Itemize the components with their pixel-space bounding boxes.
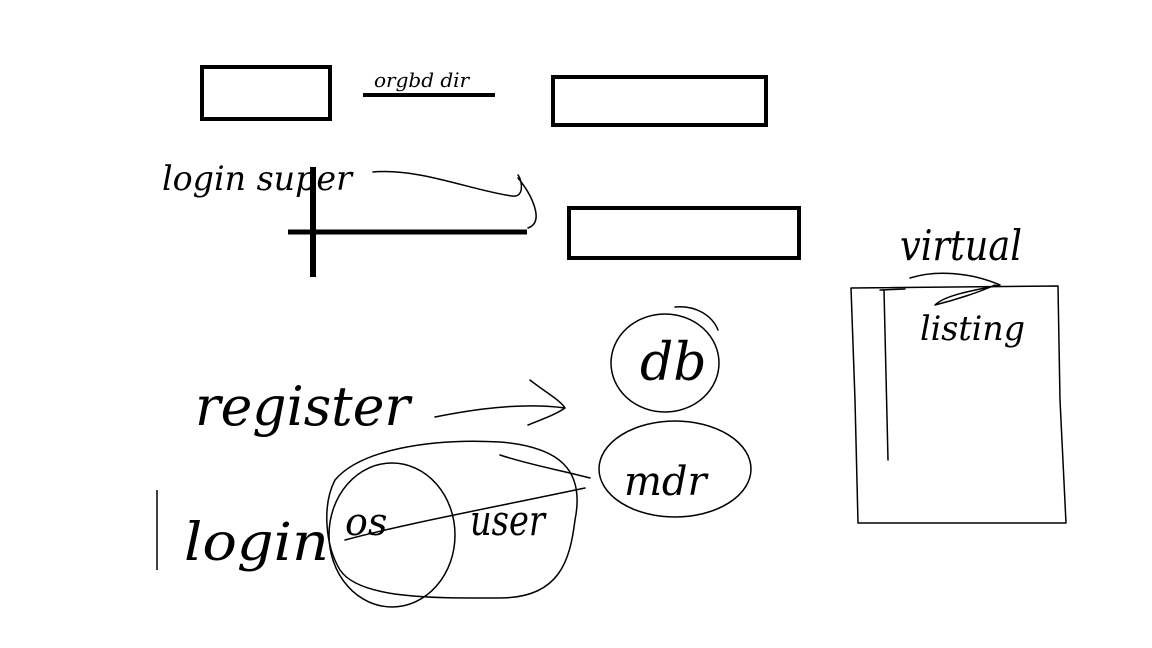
top-left-box	[200, 65, 332, 121]
register-label: register	[195, 375, 413, 438]
os-to-mdr-connector	[344, 454, 591, 541]
middle-right-box	[567, 206, 801, 260]
db-label: db	[640, 333, 707, 393]
top-right-box	[551, 75, 768, 127]
arrow-login-super	[372, 170, 537, 229]
db-circle	[610, 313, 720, 413]
mdr-label: mdr	[624, 459, 710, 505]
listing-panel-inner-line	[879, 288, 906, 461]
login-super-label: login super	[162, 159, 354, 199]
top-middle-label: orgbd dir	[374, 68, 471, 92]
listing-label: listing	[920, 309, 1025, 349]
login-bottom-label: login	[184, 513, 329, 573]
listing-panel	[850, 285, 1067, 524]
mdr-circle	[598, 420, 752, 518]
os-label: os	[345, 500, 387, 544]
arrow-register	[434, 379, 566, 426]
db-circle-tail	[674, 306, 719, 331]
outer-blob	[326, 440, 578, 599]
virtual-scribble	[909, 272, 1001, 306]
virtual-label: virtual	[900, 221, 1022, 270]
os-circle	[328, 462, 456, 608]
